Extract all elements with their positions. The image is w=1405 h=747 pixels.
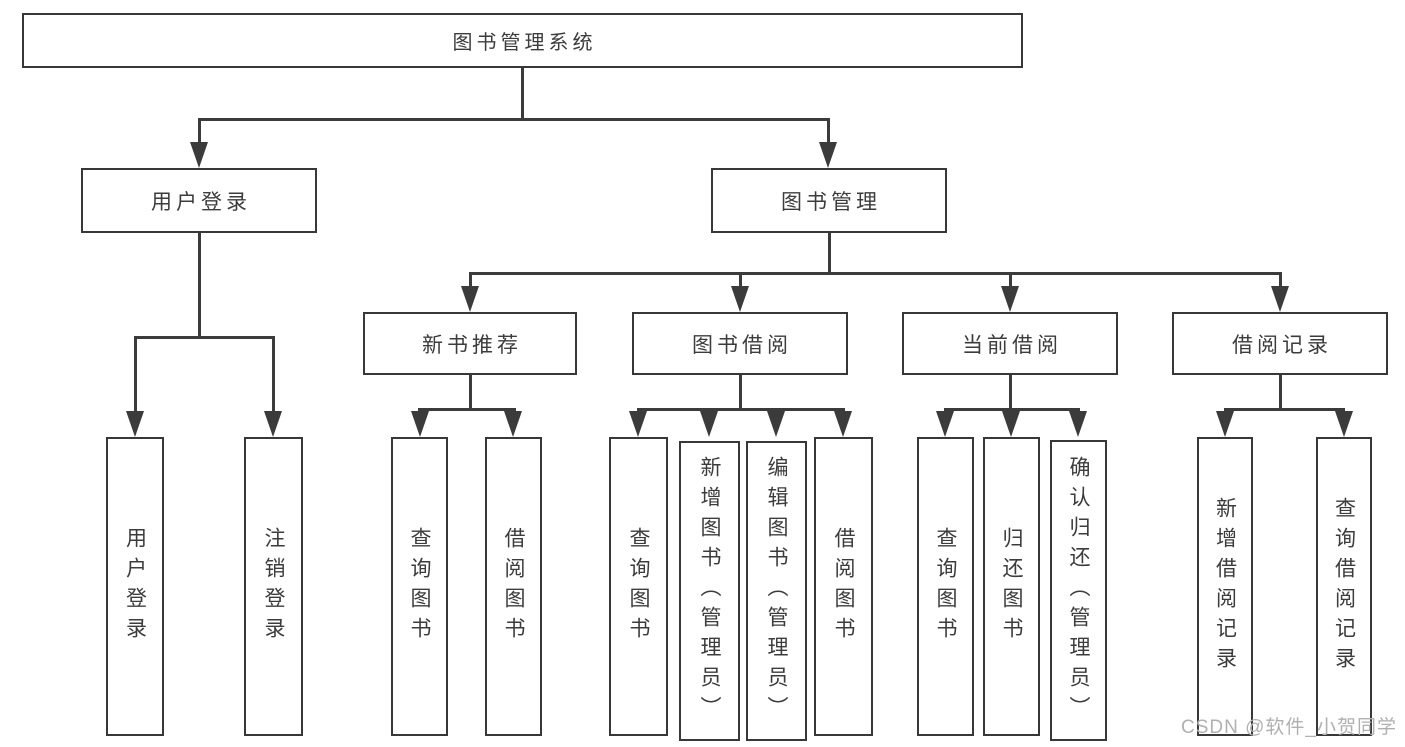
node-label: 查询借阅记录 xyxy=(1332,496,1356,677)
node-new-book-recommend: 新书推荐 xyxy=(363,312,577,375)
node-label: 编辑图书（管理员） xyxy=(765,456,788,726)
connector-line xyxy=(272,336,275,414)
connector-line xyxy=(418,408,516,411)
arrow-down-icon xyxy=(190,142,208,168)
connector-line xyxy=(198,233,201,336)
arrow-down-icon xyxy=(1002,411,1020,437)
arrow-down-icon xyxy=(1335,411,1353,437)
node-label: 用户登录 xyxy=(151,190,251,214)
node-label: 注销登录 xyxy=(262,526,285,647)
arrow-down-icon xyxy=(1001,286,1019,312)
connector-line xyxy=(198,118,830,121)
connector-line xyxy=(469,272,1282,275)
leaf-add-borrow-record: 新增借阅记录 xyxy=(1197,437,1253,736)
node-label: 借阅记录 xyxy=(1232,333,1332,357)
leaf-query-book-2: 查询图书 xyxy=(609,437,668,736)
connector-line xyxy=(827,118,830,148)
connector-line xyxy=(521,68,524,118)
csdn-watermark: CSDN @软件_小贺同学 xyxy=(1181,717,1397,738)
arrow-down-icon xyxy=(126,411,144,437)
node-label: 新增借阅记录 xyxy=(1213,496,1237,677)
node-borrow-record: 借阅记录 xyxy=(1172,312,1388,375)
connector-line xyxy=(198,118,201,148)
node-label: 查询图书 xyxy=(408,526,431,647)
arrow-down-icon xyxy=(767,411,785,437)
connector-line xyxy=(739,375,742,408)
connector-line xyxy=(134,336,275,339)
leaf-logout: 注销登录 xyxy=(244,437,303,736)
connector-line xyxy=(739,272,742,289)
connector-line xyxy=(1224,408,1345,411)
leaf-confirm-return-admin: 确认归还（管理员） xyxy=(1050,440,1107,741)
connector-line xyxy=(469,272,472,289)
connector-line xyxy=(1009,375,1012,408)
connector-line xyxy=(944,408,1080,411)
leaf-query-book-1: 查询图书 xyxy=(391,437,448,736)
connector-line xyxy=(134,336,137,414)
arrow-down-icon xyxy=(1216,411,1234,437)
node-label: 图书管理 xyxy=(781,190,881,214)
node-label: 图书借阅 xyxy=(692,333,792,357)
node-label: 当前借阅 xyxy=(962,333,1062,357)
node-label: 确认归还（管理员） xyxy=(1067,455,1090,726)
node-user-login: 用户登录 xyxy=(81,168,317,233)
connector-line xyxy=(469,374,472,408)
connector-line xyxy=(1009,272,1012,289)
node-label: 归还图书 xyxy=(1000,526,1023,647)
node-library-system: 图书管理系统 xyxy=(22,13,1023,68)
arrow-down-icon xyxy=(264,411,282,437)
node-label: 图书管理系统 xyxy=(452,32,597,54)
arrow-down-icon xyxy=(629,411,647,437)
node-label: 用户登录 xyxy=(123,526,147,647)
node-label: 借阅图书 xyxy=(832,526,855,647)
arrow-down-icon xyxy=(504,411,522,437)
node-book-borrow: 图书借阅 xyxy=(632,312,848,375)
connector-line xyxy=(828,233,831,275)
node-label: 查询图书 xyxy=(627,526,650,647)
arrow-down-icon xyxy=(731,286,749,312)
arrow-down-icon xyxy=(834,411,852,437)
node-book-management: 图书管理 xyxy=(711,168,947,233)
connector-line xyxy=(1279,375,1282,408)
leaf-user-login: 用户登录 xyxy=(106,437,164,736)
node-label: 查询图书 xyxy=(934,526,957,647)
leaf-query-borrow-record: 查询借阅记录 xyxy=(1316,437,1372,736)
arrow-down-icon xyxy=(461,286,479,312)
node-label: 新增图书（管理员） xyxy=(698,456,721,726)
node-label: 新书推荐 xyxy=(422,333,522,357)
arrow-down-icon xyxy=(700,411,718,437)
leaf-query-book-3: 查询图书 xyxy=(917,437,974,736)
node-current-borrow: 当前借阅 xyxy=(902,312,1118,375)
leaf-add-book-admin: 新增图书（管理员） xyxy=(679,441,740,741)
leaf-edit-book-admin: 编辑图书（管理员） xyxy=(746,441,807,741)
arrow-down-icon xyxy=(819,142,837,168)
node-label: 借阅图书 xyxy=(502,526,525,647)
arrow-down-icon xyxy=(1271,286,1289,312)
leaf-borrow-book-2: 借阅图书 xyxy=(814,437,873,736)
arrow-down-icon xyxy=(1069,411,1087,437)
arrow-down-icon xyxy=(411,411,429,437)
connector-line xyxy=(1279,272,1282,289)
connector-line xyxy=(637,408,845,411)
leaf-return-book: 归还图书 xyxy=(983,437,1040,736)
leaf-borrow-book-1: 借阅图书 xyxy=(485,437,542,736)
arrow-down-icon xyxy=(936,411,954,437)
